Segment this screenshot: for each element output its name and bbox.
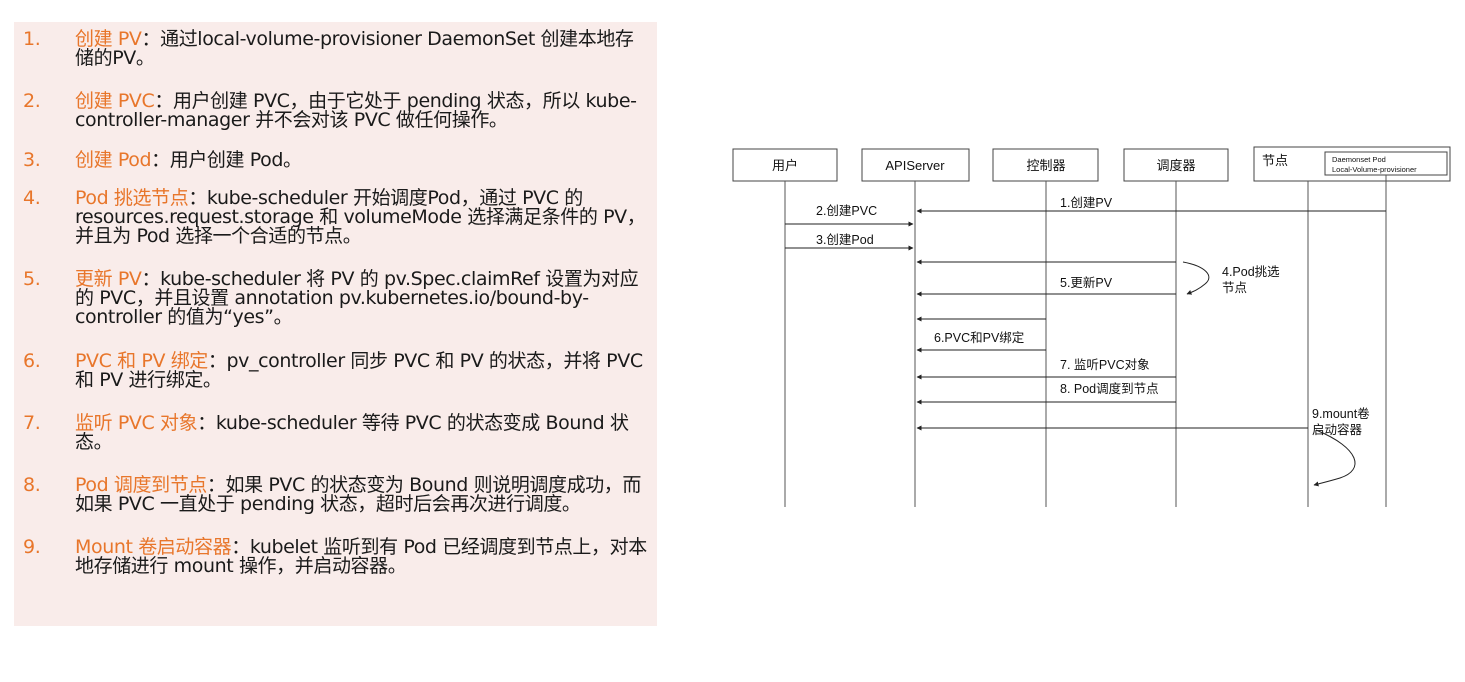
message-label: 8. Pod调度到节点 <box>1060 381 1159 396</box>
message-label: 3.创建Pod <box>816 233 874 247</box>
step-number: 6. <box>23 350 41 372</box>
step-item: 4. Pod 挑选节点：kube-scheduler 开始调度Pod，通过 PV… <box>14 189 657 246</box>
step-title: Pod 调度到节点 <box>75 474 207 496</box>
participant-apiserver-box <box>861 148 970 182</box>
daemonset-pod-label: Daemonset Pod <box>1332 155 1386 164</box>
step-number: 2. <box>23 90 41 112</box>
participant-controller-label: 控制器 <box>1026 158 1065 173</box>
participant-node-label: 节点 <box>1262 153 1288 168</box>
step-number: 3. <box>23 149 41 171</box>
step-body: 监听 PVC 对象：kube-scheduler 等待 PVC 的状态变成 Bo… <box>75 414 657 452</box>
self-loop-arrow <box>1182 261 1210 295</box>
participant-scheduler-box <box>1123 148 1229 182</box>
step-text: kube-scheduler 将 PV 的 pv.Spec.claimRef 设… <box>75 268 639 328</box>
step-item: 3. 创建 Pod：用户创建 Pod。 <box>14 151 657 170</box>
message-label: 启动容器 <box>1312 422 1363 437</box>
step-body: Mount 卷启动容器：kubelet 监听到有 Pod 已经调度到节点上，对本… <box>75 538 657 576</box>
step-number: 7. <box>23 412 41 434</box>
step-item: 6. PVC 和 PV 绑定：pv_controller 同步 PVC 和 PV… <box>14 352 657 390</box>
step-separator: ： <box>141 28 161 50</box>
step-body: Pod 挑选节点：kube-scheduler 开始调度Pod，通过 PVC 的… <box>75 189 657 246</box>
message-label: 4.Pod挑选 <box>1222 265 1280 279</box>
step-text: kubelet 监听到有 Pod 已经调度到节点上，对本地存储进行 mount … <box>75 536 647 577</box>
step-number: 1. <box>23 28 41 50</box>
message-label: 5.更新PV <box>1060 275 1113 290</box>
step-title: 创建 PV <box>75 28 142 50</box>
step-title: 监听 PVC 对象 <box>75 412 198 434</box>
step-body: 创建 PVC：用户创建 PVC，由于它处于 pending 状态，所以 kube… <box>75 92 657 130</box>
step-text: 用户创建 PVC，由于它处于 pending 状态，所以 kube-contro… <box>75 90 637 131</box>
step-number: 9. <box>23 536 41 558</box>
step-item: 8. Pod 调度到节点：如果 PVC 的状态变为 Bound 则说明调度成功，… <box>14 476 657 514</box>
step-text: pv_controller 同步 PVC 和 PV 的状态，并将 PVC 和 P… <box>75 350 643 391</box>
step-body: PVC 和 PV 绑定：pv_controller 同步 PVC 和 PV 的状… <box>75 352 657 390</box>
step-title: 创建 Pod <box>75 149 152 171</box>
step-body: 更新 PV：kube-scheduler 将 PV 的 pv.Spec.clai… <box>75 270 657 327</box>
participant-apiserver-label: APIServer <box>885 158 945 173</box>
step-body: 创建 Pod：用户创建 Pod。 <box>75 151 657 170</box>
step-text: 通过local-volume-provisioner DaemonSet 创建本… <box>75 28 634 69</box>
step-number: 5. <box>23 268 41 290</box>
participant-user-box <box>732 148 838 182</box>
step-item: 9. Mount 卷启动容器：kubelet 监听到有 Pod 已经调度到节点上… <box>14 538 657 576</box>
step-item: 2. 创建 PVC：用户创建 PVC，由于它处于 pending 状态，所以 k… <box>14 92 657 130</box>
step-title: Pod 挑选节点 <box>75 187 189 209</box>
step-number: 8. <box>23 474 41 496</box>
step-item: 1. 创建 PV：通过local-volume-provisioner Daem… <box>14 30 657 68</box>
step-separator: ： <box>154 90 173 112</box>
step-text: kube-scheduler 开始调度Pod，通过 PVC 的 resource… <box>75 187 646 247</box>
step-separator: ： <box>188 187 207 209</box>
message-label: 9.mount卷 <box>1312 406 1370 421</box>
message-label: 节点 <box>1222 281 1247 295</box>
message-label: 7. 监听PVC对象 <box>1060 358 1150 372</box>
step-separator: ： <box>151 149 170 171</box>
daemonset-pod-sublabel: Local-Volume-provisioner <box>1332 165 1417 174</box>
step-separator: ： <box>206 474 226 496</box>
participant-user-label: 用户 <box>772 158 798 173</box>
step-item: 7. 监听 PVC 对象：kube-scheduler 等待 PVC 的状态变成… <box>14 414 657 452</box>
step-separator: ： <box>207 350 227 372</box>
step-text: 如果 PVC 的状态变为 Bound 则说明调度成功，而如果 PVC 一直处于 … <box>75 474 642 515</box>
step-number: 4. <box>23 187 41 209</box>
participant-controller-box <box>992 148 1099 182</box>
step-title: 更新 PV <box>75 268 142 290</box>
step-title: 创建 PVC <box>75 90 155 112</box>
message-label: 1.创建PV <box>1060 196 1113 210</box>
message-label: 6.PVC和PV绑定 <box>934 330 1024 345</box>
step-body: Pod 调度到节点：如果 PVC 的状态变为 Bound 则说明调度成功，而如果… <box>75 476 657 514</box>
step-text: 用户创建 Pod。 <box>169 149 302 171</box>
step-title: Mount 卷启动容器 <box>75 536 232 558</box>
step-body: 创建 PV：通过local-volume-provisioner DaemonS… <box>75 30 657 68</box>
step-separator: ： <box>231 536 250 558</box>
step-title: PVC 和 PV 绑定 <box>75 350 208 372</box>
step-separator: ： <box>197 412 216 434</box>
participant-scheduler-label: 调度器 <box>1156 158 1195 173</box>
sequence-diagram: 用户 APIServer 控制器 调度器 节点 Daemonset Pod Lo… <box>732 146 1451 507</box>
step-text: kube-scheduler 等待 PVC 的状态变成 Bound 状态。 <box>75 412 629 453</box>
message-label: 2.创建PVC <box>816 204 877 218</box>
steps-panel: 1. 创建 PV：通过local-volume-provisioner Daem… <box>14 22 657 626</box>
self-loop-arrow <box>1313 429 1356 487</box>
step-item: 5. 更新 PV：kube-scheduler 将 PV 的 pv.Spec.c… <box>14 270 657 327</box>
step-separator: ： <box>141 268 161 290</box>
